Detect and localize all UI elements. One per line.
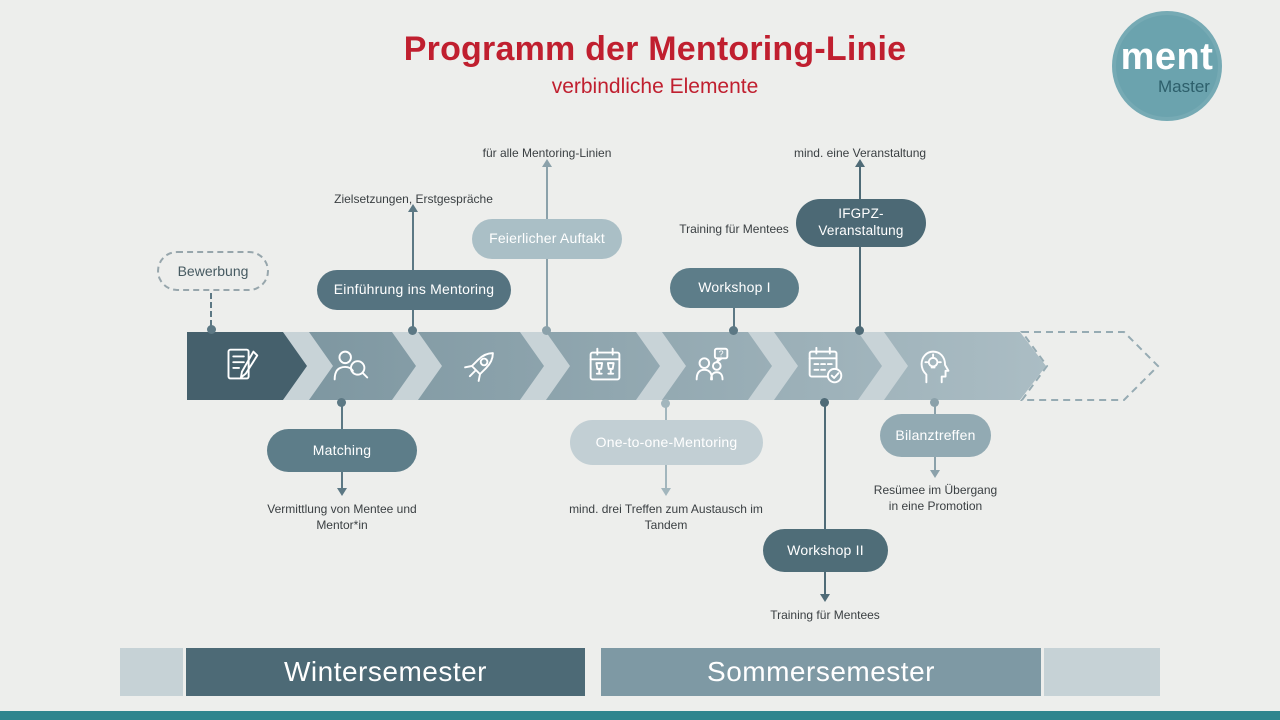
connector-dot-matching bbox=[337, 398, 346, 407]
winter-semester-label: Wintersemester bbox=[283, 656, 488, 687]
arrow-down-matching bbox=[337, 488, 347, 496]
note-ifgpz: mind. eine Veranstaltung bbox=[793, 146, 927, 160]
arrow-down-workshop-2 bbox=[820, 594, 830, 602]
pill-bewerbung: Bewerbung bbox=[157, 251, 269, 291]
arrow-up-ifgpz bbox=[855, 159, 865, 167]
pill-bewerbung-label: Bewerbung bbox=[177, 263, 249, 279]
pill-one-to-one: One-to-one-Mentoring bbox=[570, 420, 763, 465]
arrow-down-bilanztreffen bbox=[930, 470, 940, 478]
pill-matching-label: Matching bbox=[312, 441, 372, 458]
note-workshop-1: Training für Mentees bbox=[679, 222, 789, 236]
note-bilanztreffen: Resümee im Übergang in eine Promotion bbox=[873, 483, 998, 513]
note-feierlicher-auftakt: für alle Mentoring-Linien bbox=[482, 146, 612, 160]
connector-workshop-1 bbox=[733, 300, 735, 331]
note-workshop-2: Training für Mentees bbox=[770, 608, 880, 622]
footer-accent-bar bbox=[0, 711, 1280, 720]
note-einfuehrung: Zielsetzungen, Erstgespräche bbox=[334, 192, 493, 206]
logo-suffix: Master bbox=[1158, 76, 1210, 96]
pill-ifgpz-label-line1: IFGPZ- bbox=[838, 206, 884, 222]
connector-ifgpz bbox=[859, 167, 861, 331]
arrow-up-einfuehrung bbox=[408, 204, 418, 212]
pill-bilanztreffen: Bilanztreffen bbox=[880, 414, 991, 457]
connector-dot-workshop-2 bbox=[820, 398, 829, 407]
pill-bilanztreffen-label: Bilanztreffen bbox=[895, 426, 976, 443]
semester-bar-left-cap bbox=[120, 648, 183, 696]
pill-einfuehrung: Einführung ins Mentoring bbox=[317, 270, 511, 310]
note-matching: Vermittlung von Mentee und Mentor*in bbox=[267, 502, 417, 532]
connector-dot-one-to-one bbox=[661, 399, 670, 408]
pill-ifgpz: IFGPZ- Veranstaltung bbox=[796, 199, 926, 247]
summer-semester-label: Sommersemester bbox=[707, 656, 935, 687]
pill-feierlicher-auftakt: Feierlicher Auftakt bbox=[472, 219, 622, 259]
connector-dot-ifgpz bbox=[855, 326, 864, 335]
page-title: Programm der Mentoring-Linie bbox=[403, 30, 907, 68]
connector-dot-feierlicher-auftakt bbox=[542, 326, 551, 335]
logo-name: ment bbox=[1120, 35, 1214, 78]
semester-bar-right-cap bbox=[1044, 648, 1160, 696]
pill-einfuehrung-label: Einführung ins Mentoring bbox=[333, 281, 495, 298]
pill-ifgpz-label-line2: Veranstaltung bbox=[818, 223, 904, 238]
pill-one-to-one-label: One-to-one-Mentoring bbox=[595, 433, 738, 450]
arrow-down-one-to-one bbox=[661, 488, 671, 496]
arrow-up-feierlicher-auftakt bbox=[542, 159, 552, 167]
connector-dot-einfuehrung bbox=[408, 326, 417, 335]
semester-bar-winter: Wintersemester bbox=[186, 648, 585, 696]
pill-workshop-1: Workshop I bbox=[670, 268, 799, 308]
pill-matching: Matching bbox=[267, 429, 417, 472]
pill-workshop-1-label: Workshop I bbox=[698, 279, 771, 296]
semester-bar-summer: Sommersemester bbox=[601, 648, 1041, 696]
mentmaster-logo: ment Master bbox=[1112, 11, 1222, 121]
page-header: Programm der Mentoring-Linie verbindlich… bbox=[155, 30, 1155, 99]
dashed-continuation-arrow-icon bbox=[1020, 331, 1160, 401]
page-subtitle: verbindliche Elemente bbox=[551, 75, 759, 98]
connector-workshop-2 bbox=[824, 401, 826, 595]
pill-workshop-2: Workshop II bbox=[763, 529, 888, 572]
connector-dot-bilanztreffen bbox=[930, 398, 939, 407]
pill-workshop-2-label: Workshop II bbox=[787, 541, 864, 558]
note-one-to-one: mind. drei Treffen zum Austausch im Tand… bbox=[569, 502, 763, 532]
connector-bewerbung bbox=[210, 293, 212, 326]
connector-dot-workshop-1 bbox=[729, 326, 738, 335]
pill-feierlicher-auftakt-label: Feierlicher Auftakt bbox=[489, 230, 605, 247]
connector-dot-bewerbung bbox=[207, 325, 216, 334]
